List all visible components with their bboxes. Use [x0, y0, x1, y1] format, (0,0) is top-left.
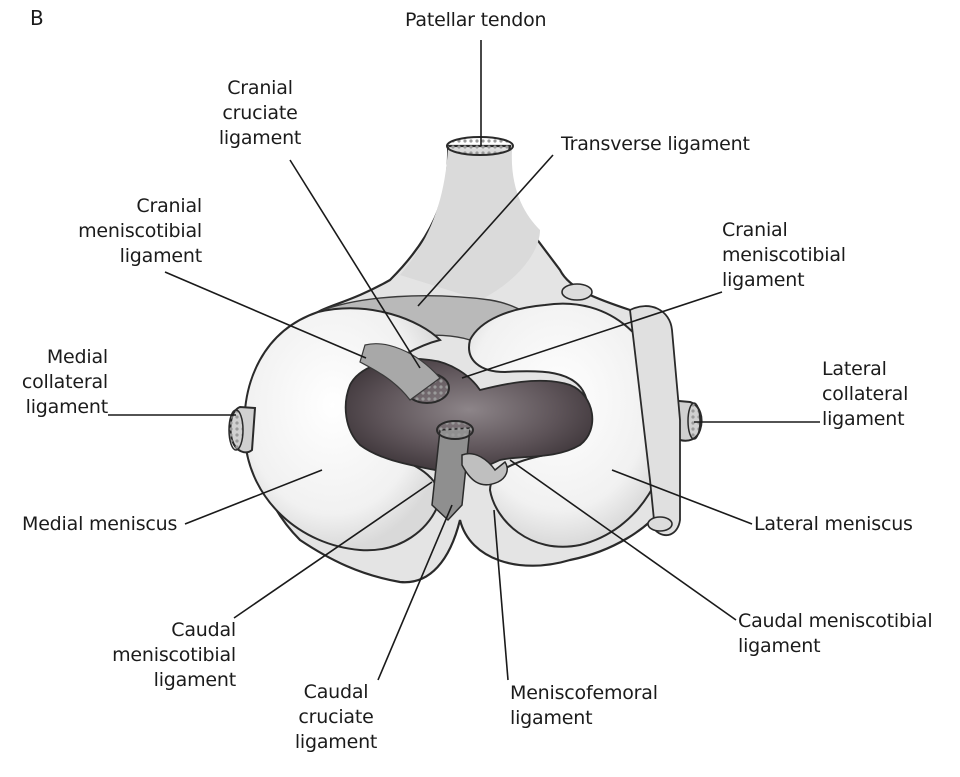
lateral-stump-bottom — [648, 517, 672, 531]
label-medial-meniscus: Medial meniscus — [22, 512, 177, 537]
label-lateral-meniscus: Lateral meniscus — [754, 512, 913, 537]
label-medial-collateral-ligament: Medial collateral ligament — [18, 345, 108, 420]
lateral-stump-top — [562, 284, 592, 300]
label-transverse-ligament: Transverse ligament — [561, 132, 750, 157]
label-cranial-cruciate-ligament: Cranial cruciate ligament — [205, 76, 315, 151]
label-caudal-meniscotibial-left: Caudal meniscotibial ligament — [96, 618, 236, 693]
lateral-collateral-cut — [688, 403, 700, 439]
label-cranial-meniscotibial-left: Cranial meniscotibial ligament — [52, 194, 202, 269]
caudal-cruciate-stump — [437, 421, 473, 439]
label-caudal-cruciate-ligament: Caudal cruciate ligament — [290, 680, 382, 755]
panel-letter: B — [30, 6, 44, 31]
patellar-tendon-stump — [447, 137, 513, 155]
label-lateral-collateral-ligament: Lateral collateral ligament — [822, 357, 908, 432]
label-caudal-meniscotibial-right: Caudal meniscotibial ligament — [738, 609, 932, 659]
label-cranial-meniscotibial-right: Cranial meniscotibial ligament — [722, 218, 846, 293]
label-patellar-tendon: Patellar tendon — [405, 8, 546, 33]
medial-collateral-cut — [229, 410, 243, 450]
label-meniscofemoral-ligament: Meniscofemoral ligament — [510, 681, 658, 731]
